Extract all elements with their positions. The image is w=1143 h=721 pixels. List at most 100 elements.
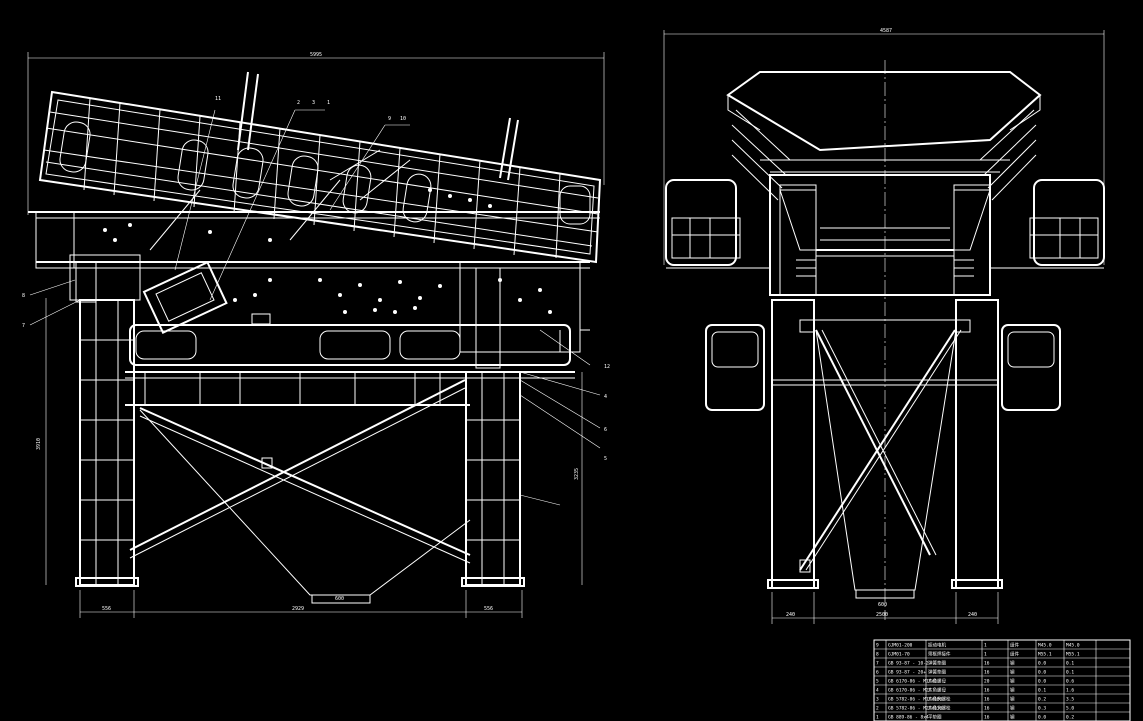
table-cell: 16	[984, 688, 990, 694]
side-overall-dimension: 5995	[27, 52, 605, 215]
table-cell: 0.0	[1038, 670, 1046, 676]
callout-11: 11	[215, 96, 221, 102]
table-cell: 六角头螺栓	[928, 696, 951, 703]
callout-1: 1	[327, 100, 330, 106]
support-deck	[28, 211, 600, 369]
callout-7: 7	[22, 323, 25, 329]
front-base-right-label: 240	[968, 612, 977, 618]
table-cell: 8	[876, 652, 879, 658]
callout-4: 4	[604, 394, 607, 400]
table-cell: GB 6170-86 - M20	[888, 688, 932, 694]
table-cell: 平垫圈	[928, 714, 942, 721]
callout-8: 8	[22, 293, 25, 299]
front-hopper-label: 600	[878, 602, 887, 608]
front-bottom-dimensions: 240 2500 240 600	[771, 592, 999, 624]
side-height-left-label: 3910	[36, 438, 42, 450]
parts-list-table: 9 GJM01-200 振动电机 1 组件 M45.0 M45.0 8 GJM01-70 筛框焊接…	[873, 639, 1131, 721]
left-support-leg	[75, 299, 139, 587]
cross-bracing	[129, 379, 471, 604]
table-cell: 1	[984, 652, 987, 658]
table-cell: 0.2	[1066, 715, 1074, 721]
table-cell: 0.0	[1038, 715, 1046, 721]
table-cell: 1.6	[1066, 688, 1074, 694]
callout-6: 6	[604, 427, 607, 433]
table-cell: M45.0	[1066, 643, 1080, 649]
side-view: 5995	[22, 52, 610, 618]
table-cell: GB 889-86 - 8x4	[888, 715, 929, 721]
table-cell: 0.0	[1038, 661, 1046, 667]
table-cell: 5	[876, 679, 879, 685]
table-cell: 0.6	[1066, 679, 1074, 685]
table-cell: 5.0	[1066, 706, 1074, 712]
front-overall-dim-label: 4587	[880, 28, 892, 34]
table-cell: 7	[876, 661, 879, 667]
table-cell: 1	[984, 643, 987, 649]
callout-10: 10	[400, 116, 406, 122]
front-screen-box	[769, 174, 991, 296]
table-cell: 钢	[1010, 660, 1015, 667]
side-bottom-dimensions: 556 2929 556 600 3910 3235	[36, 298, 583, 618]
table-cell: 0.3	[1038, 706, 1046, 712]
table-cell: 16	[984, 706, 990, 712]
table-cell: 振动电机	[928, 642, 946, 649]
table-cell: 钢	[1010, 669, 1015, 676]
front-cross-bracing	[799, 329, 962, 599]
table-cell: 9	[876, 643, 879, 649]
table-cell: GJM01-200	[888, 643, 913, 649]
table-cell: GB 5782-86 - M16x100	[888, 697, 942, 703]
table-cell: 3.5	[1066, 697, 1074, 703]
table-cell: 0.1	[1066, 670, 1074, 676]
table-cell: 钢	[1010, 678, 1015, 685]
side-base-right-label: 556	[484, 606, 493, 612]
table-cell: M45.0	[1038, 643, 1052, 649]
table-cell: 20	[984, 679, 990, 685]
table-cell: 六角螺母	[928, 678, 946, 685]
table-cell: 0.0	[1038, 679, 1046, 685]
table-cell: 0.2	[1038, 697, 1046, 703]
table-cell: 1	[876, 715, 879, 721]
front-base-left-label: 240	[786, 612, 795, 618]
table-cell: GB 5782-86 - M20x110	[888, 706, 942, 712]
table-cell: 弹簧垫圈	[928, 669, 946, 676]
side-base-mid-label: 2929	[292, 606, 304, 612]
front-support-legs	[767, 299, 1003, 589]
front-base-mid-label: 2500	[876, 612, 888, 618]
table-cell: 弹簧垫圈	[928, 660, 946, 667]
table-cell: 4	[876, 688, 879, 694]
table-cell: 0.1	[1066, 661, 1074, 667]
table-cell: 16	[984, 661, 990, 667]
table-cell: 组件	[1010, 651, 1019, 658]
side-height-right-label: 3235	[574, 468, 580, 480]
callout-2: 2	[297, 100, 300, 106]
screen-box	[38, 71, 602, 264]
table-cell: 组件	[1010, 642, 1019, 649]
front-side-walkways	[665, 179, 1105, 411]
side-base-left-label: 556	[102, 606, 111, 612]
table-cell: M55.1	[1038, 652, 1052, 658]
table-cell: 六角头螺栓	[928, 705, 951, 712]
table-cell: 16	[984, 670, 990, 676]
table-cell: 钢	[1010, 705, 1015, 712]
table-cell: 16	[984, 697, 990, 703]
table-cell: 钢	[1010, 687, 1015, 694]
table-cell: 筛框焊接件	[928, 651, 951, 658]
right-support-leg	[461, 371, 525, 587]
table-cell: 六角螺母	[928, 687, 946, 694]
table-cell: 2	[876, 706, 879, 712]
perforation-pattern	[103, 188, 552, 314]
front-view: 4587	[663, 28, 1105, 624]
table-cell: 钢	[1010, 714, 1015, 721]
vibration-motor	[142, 260, 271, 334]
side-callouts: 11 2 3 1 9 10 8 7 12 4 6 5	[22, 96, 610, 506]
table-cell: 钢	[1010, 696, 1015, 703]
table-cell: GB 6170-86 - M16x2	[888, 679, 937, 685]
callout-9: 9	[388, 116, 391, 122]
lower-walkway	[125, 324, 575, 406]
table-cell: GB 93-87 - 10-2	[888, 661, 929, 667]
table-cell: GB 93-87 - 20+	[888, 670, 926, 676]
table-cell: GJM01-70	[888, 652, 910, 658]
table-cell: 6	[876, 670, 879, 676]
front-feed-hood	[726, 71, 1042, 201]
